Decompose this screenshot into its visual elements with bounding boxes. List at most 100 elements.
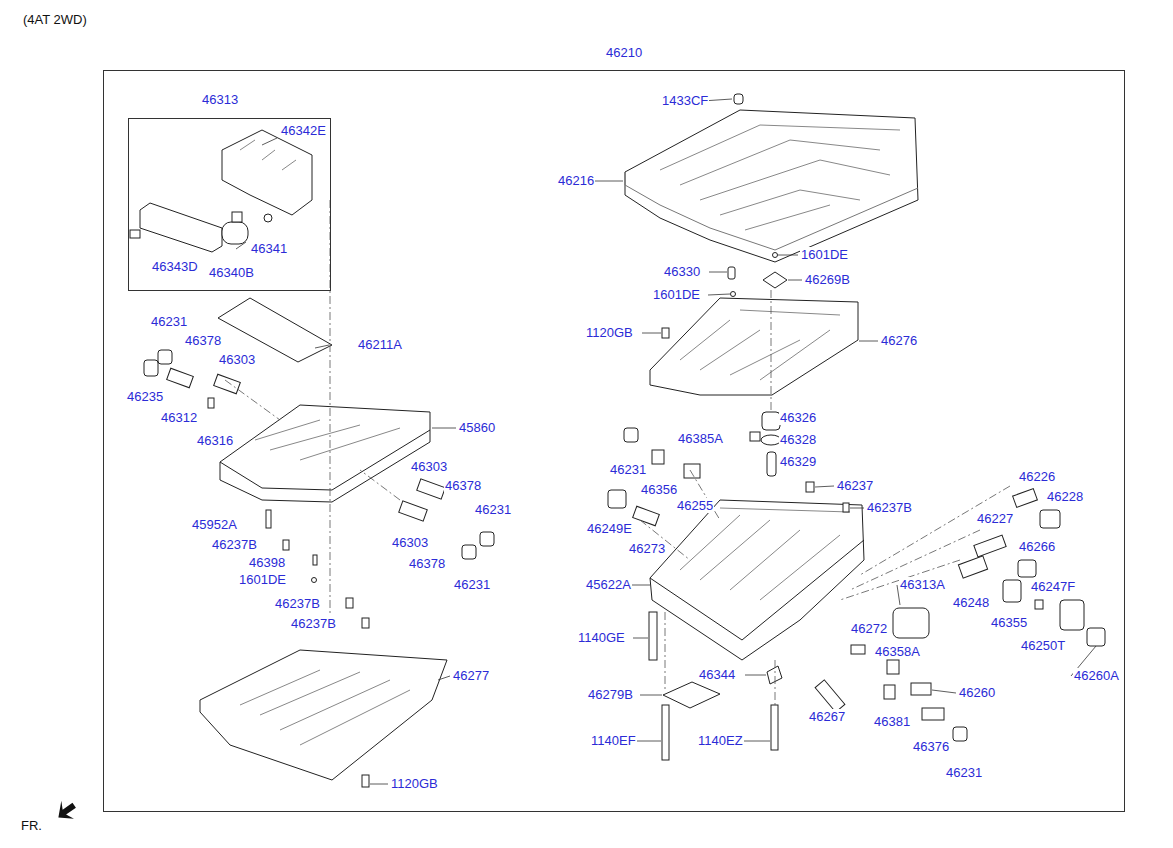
callout-number: 1433CF <box>661 93 709 108</box>
part-outline <box>680 310 840 380</box>
callout-number: 46279B <box>587 687 634 702</box>
part-outline <box>222 222 248 244</box>
part-outline <box>763 272 787 288</box>
callout-number: 46249E <box>586 521 633 536</box>
part-outline <box>130 230 140 238</box>
callout-number: 46255 <box>676 498 714 513</box>
leader-line <box>744 741 770 742</box>
leader-line <box>262 138 277 145</box>
leader-line <box>708 294 730 295</box>
leader-line <box>778 255 798 256</box>
callout-number: 46247F <box>1030 579 1076 594</box>
part-outline <box>144 360 158 376</box>
callout-number: 46328 <box>779 432 817 447</box>
part-outline <box>1013 489 1038 508</box>
leader-line <box>633 638 648 639</box>
callout-number: 46341 <box>250 241 288 256</box>
part-outline <box>762 412 780 430</box>
part-outline <box>225 380 280 420</box>
callout-number: 46342E <box>280 123 327 138</box>
part-outline <box>240 140 296 170</box>
part-outline <box>208 398 214 408</box>
callout-number: 1140EZ <box>697 733 744 748</box>
part-outline <box>480 532 494 546</box>
callout-number: 46316 <box>196 433 234 448</box>
part-outline <box>232 212 242 222</box>
part-outline <box>313 555 317 565</box>
callout-number: 46378 <box>444 478 482 493</box>
callout-number: 45860 <box>458 420 496 435</box>
leader-line <box>438 676 450 680</box>
callout-number: 46210 <box>604 45 644 60</box>
part-outline <box>652 450 664 464</box>
part-outline <box>680 508 850 600</box>
callout-number: 46313A <box>899 577 946 592</box>
callout-number: 46211A <box>357 337 403 352</box>
callout-number: 46276 <box>880 333 918 348</box>
leader-line <box>788 280 802 281</box>
callout-number: 46231 <box>150 314 188 329</box>
callout-number: 46231 <box>474 502 512 517</box>
part-outline <box>240 670 410 745</box>
part-outline <box>662 705 669 760</box>
callout-number: 46260 <box>958 685 996 700</box>
part-outline <box>911 683 931 695</box>
part-outline <box>750 432 760 441</box>
part-outline <box>773 253 778 258</box>
callout-number: 46303 <box>218 352 256 367</box>
callout-number: 46313 <box>200 92 240 107</box>
callout-number: 46381 <box>873 714 911 729</box>
part-outline <box>767 666 782 684</box>
callout-number: 46277 <box>452 668 490 683</box>
part-outline <box>625 110 918 262</box>
leader-line <box>370 784 388 785</box>
leader-line <box>771 290 772 410</box>
part-outline <box>222 130 312 215</box>
leader-line <box>640 695 662 696</box>
callout-number: 46228 <box>1046 489 1084 504</box>
leader-line <box>815 486 834 487</box>
callout-number: 46344 <box>698 667 736 682</box>
callout-number: 46340B <box>208 265 255 280</box>
leader-line <box>932 690 956 693</box>
part-outline <box>1087 628 1105 646</box>
part-outline <box>731 292 736 297</box>
part-outline <box>1003 580 1021 602</box>
part-outline <box>220 405 430 502</box>
part-outline <box>761 435 781 445</box>
part-outline <box>346 598 353 608</box>
callout-number: 46235 <box>126 389 164 404</box>
callout-number: 46266 <box>1018 539 1056 554</box>
note-text: FR. <box>20 818 43 833</box>
callout-number: 46231 <box>609 462 647 477</box>
part-outline <box>734 94 743 104</box>
callout-number: 46303 <box>391 535 429 550</box>
callout-number: 46329 <box>779 454 817 469</box>
part-outline <box>728 267 735 279</box>
part-outline <box>362 775 369 787</box>
callout-number: 1120GB <box>585 325 634 340</box>
callout-number: 46237B <box>211 537 258 552</box>
part-outline <box>953 727 967 741</box>
leader-line <box>745 675 766 676</box>
callout-number: 46216 <box>557 173 595 188</box>
part-outline <box>225 200 1010 705</box>
part-outline <box>200 650 447 780</box>
part-outline <box>220 430 430 490</box>
leader-line <box>636 741 661 742</box>
note-text: (4AT 2WD) <box>22 12 88 27</box>
callout-number: 1140EF <box>590 733 637 748</box>
part-outline <box>399 501 428 521</box>
callout-number: 46376 <box>912 739 950 754</box>
callout-number: 46231 <box>453 577 491 592</box>
callout-number: 46269B <box>804 272 851 287</box>
callout-number: 46378 <box>408 556 446 571</box>
callout-number: 46231 <box>945 765 983 780</box>
part-outline <box>662 328 669 338</box>
part-outline <box>775 660 776 705</box>
part-outline <box>958 556 987 578</box>
callout-number: 46398 <box>248 555 286 570</box>
part-outline <box>140 203 222 252</box>
part-outline <box>843 503 849 512</box>
